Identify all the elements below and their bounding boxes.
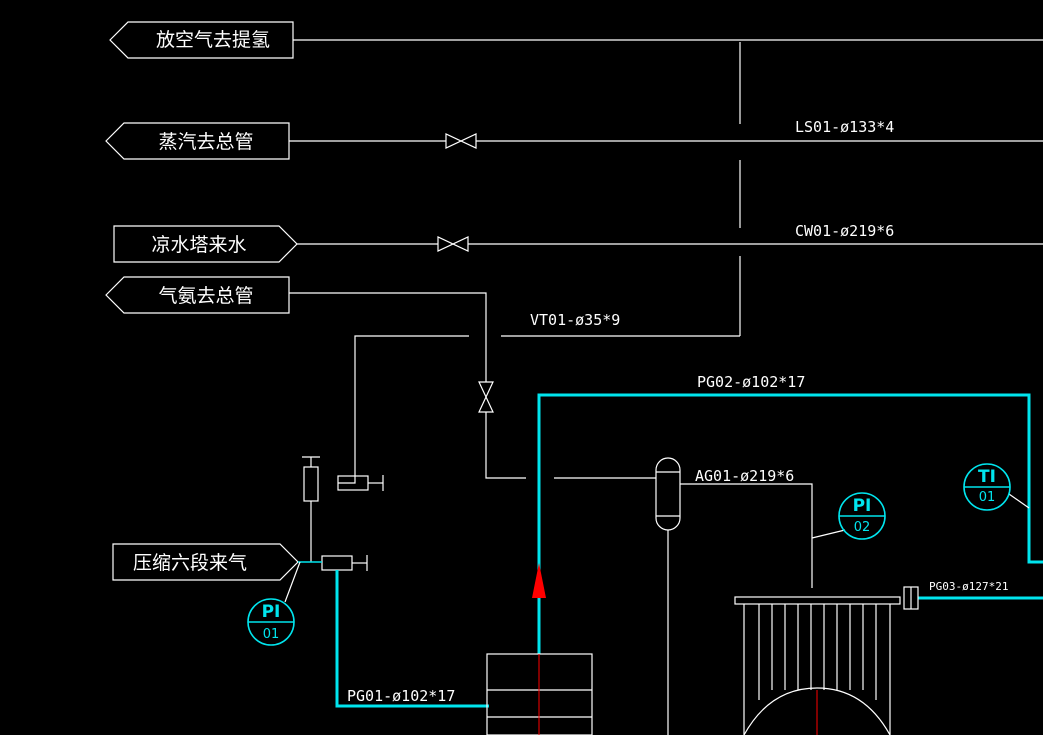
flow-direction-arrow [532,563,546,598]
line-label-ls01: LS01-ø133*4 [795,118,894,136]
ammonia-line-lower [485,412,526,479]
ti01-tag: TI [978,467,996,487]
pi01-tag: PI [262,602,281,622]
pg02-line [537,393,1043,654]
steam-gate-valve[interactable] [445,133,477,149]
line-label-pg02: PG02-ø102*17 [697,373,805,391]
condenser-vessel[interactable] [734,596,901,735]
connector-stage6-gas-in[interactable]: 压缩六段来气 [112,543,299,581]
instrument-pi01[interactable]: PI 01 [247,561,301,646]
cooling-water-gate-valve[interactable] [437,236,469,252]
oil-separator-vessel[interactable] [655,457,681,735]
line-label-pg03: PG03-ø127*21 [929,580,1008,593]
connector-steam-label: 蒸汽去总管 [158,131,253,153]
connector-steam-to-main[interactable]: 蒸汽去总管 [105,122,290,160]
connector-vent-label: 放空气去提氢 [156,29,270,51]
vent-valve-assembly[interactable] [302,456,384,562]
connector-ammonia-to-main[interactable]: 气氨去总管 [105,276,290,314]
pg01-line [335,570,489,708]
connector-cooling-water-label: 凉水塔来水 [151,234,246,256]
line-label-vt01: VT01-ø35*9 [530,311,620,329]
connector-stage6-label: 压缩六段来气 [133,552,247,574]
ammonia-line-upper [289,292,487,382]
tank-vessel[interactable] [486,653,593,735]
vt01-line-left [338,335,469,484]
connector-ammonia-label: 气氨去总管 [158,285,253,307]
line-label-cw01: CW01-ø219*6 [795,222,894,240]
instrument-pi02[interactable]: PI 02 [811,492,886,540]
pg03-flange [903,586,919,610]
inlet-check-valve[interactable] [321,555,368,571]
connector-cooling-water-in[interactable]: 凉水塔来水 [113,225,298,263]
ammonia-globe-valve[interactable] [478,381,494,413]
line-label-pg01: PG01-ø102*17 [347,687,455,705]
ag01-line [680,483,813,588]
pi02-number: 02 [854,520,871,535]
ti01-number: 01 [979,490,996,505]
line-label-ag01: AG01-ø219*6 [695,467,794,485]
pi01-number: 01 [263,627,280,642]
pi02-tag: PI [853,496,872,516]
instrument-ti01[interactable]: TI 01 [963,463,1030,511]
connector-vent-to-hydrogen[interactable]: 放空气去提氢 [109,21,294,59]
